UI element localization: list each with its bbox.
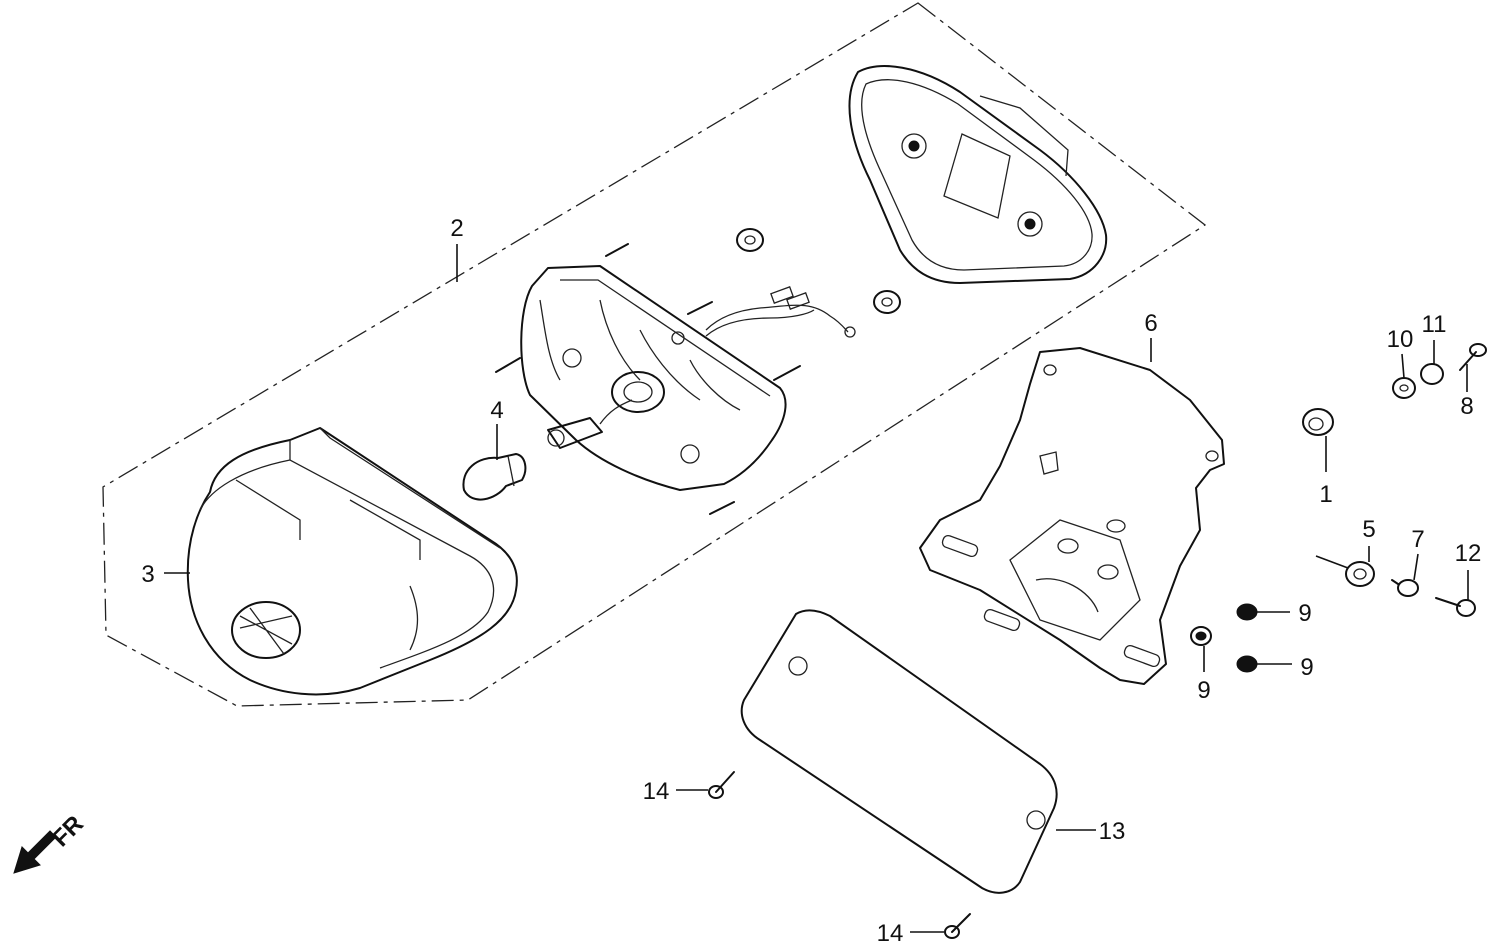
- callout-7: 7: [1411, 526, 1424, 553]
- callout-12: 12: [1455, 540, 1482, 567]
- screw-14b: [944, 913, 971, 939]
- washer-10: [1392, 377, 1416, 399]
- screw-14a: [708, 771, 735, 799]
- screw-3: [495, 357, 521, 373]
- screw-1: [605, 243, 629, 257]
- callout-14b: 14: [877, 920, 904, 947]
- screw-2: [687, 301, 713, 315]
- rear-housing: [848, 65, 1108, 284]
- callout-2: 2: [450, 215, 463, 242]
- nut-9a: [1236, 603, 1258, 621]
- light-base: [520, 265, 856, 491]
- direction-label: FR: [47, 811, 89, 853]
- arrow-down-left-icon: [13, 830, 57, 874]
- screw-5: [709, 501, 735, 515]
- screw-4: [773, 365, 801, 381]
- nut-9c: [1236, 655, 1258, 673]
- callout-1: 1: [1319, 481, 1332, 508]
- spacer-5: [1345, 561, 1375, 587]
- callout-9c: 9: [1300, 654, 1313, 681]
- mounting-bracket: [919, 347, 1225, 685]
- grommet-right: [873, 290, 901, 314]
- callout-13: 13: [1099, 818, 1126, 845]
- callout-9a: 9: [1298, 600, 1311, 627]
- plate-gasket: [740, 609, 1058, 894]
- bolt-12: [1435, 597, 1476, 617]
- callout-3: 3: [141, 561, 154, 588]
- front-direction-indicator: FR: [13, 811, 89, 874]
- lens: [186, 427, 518, 696]
- callout-10: 10: [1387, 326, 1414, 353]
- collar-11: [1420, 363, 1444, 385]
- callout-5: 5: [1362, 516, 1375, 543]
- assembly-boundary: [102, 2, 1207, 707]
- callout-4: 4: [490, 397, 503, 424]
- callout-6: 6: [1144, 310, 1157, 337]
- reflector-mount-7: [1391, 579, 1419, 597]
- nut-9b: [1190, 626, 1212, 646]
- callout-9b: 9: [1197, 677, 1210, 704]
- grommet-1: [1302, 408, 1334, 436]
- callout-8: 8: [1460, 393, 1473, 420]
- grommet-left: [736, 228, 764, 252]
- bulb: [462, 453, 527, 501]
- callout-11: 11: [1422, 311, 1447, 338]
- callout-14a: 14: [643, 778, 670, 805]
- bolt-8: [1459, 343, 1487, 371]
